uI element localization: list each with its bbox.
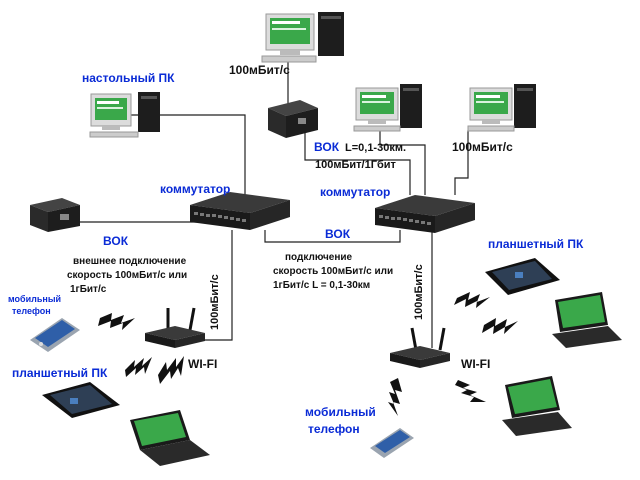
media-converter-left [30,198,80,232]
desktop-pc-top [261,12,344,63]
vok-top-length-label: L=0,1-30км. [345,142,407,154]
tablet-left-label: планшетный ПК [12,366,108,380]
line-switch-left-to-switch-right [264,230,401,243]
laptop-right-top [552,292,622,348]
laptop-right-bottom [502,376,572,436]
line-desktop-to-switch-left [130,114,246,195]
lightning-icon [158,356,184,384]
line-pc-mid-to-switch-right [379,130,426,195]
vertical-speed-right: 100мБит/с [413,264,425,320]
mobile-phone-left [30,318,80,352]
connection-lines [75,62,469,348]
mobile-left-label-line2: телефон [12,306,51,316]
router-right [390,327,450,368]
line-topconv-to-switch-right [304,125,411,195]
internal-connection-line3: 1гБит/с L = 0,1-30км [273,280,371,291]
desktop-pc-middle [353,84,422,132]
media-converter-top [268,100,318,138]
lightning-icon [454,292,490,308]
mobile-right-label-line2: телефон [308,422,360,436]
switch-right [375,195,475,233]
internal-connection-line1: подключение [285,252,353,263]
mobile-right-label-line1: мобильный [305,405,376,419]
tablet-left [42,382,120,418]
line-pc-right-to-switch-right [454,130,469,195]
external-connection-line1: внешнее подключение [73,256,187,267]
vok-top-speed-label: 100мБит/1Гбит [315,159,396,171]
line-switch-left-to-router-left [200,230,233,341]
external-connection-line2: скорость 100мБит/с или [67,270,188,281]
switch-right-label: коммутатор [320,185,391,199]
vok-top-label: ВОК [314,140,340,154]
vok-left-label: ВОК [103,234,129,248]
vertical-speed-left: 100мБит/с [209,274,221,330]
switch-left-label: коммутатор [160,182,231,196]
mobile-phone-right [370,428,414,458]
lightning-icon [98,313,135,330]
lightning-icon [388,378,402,416]
desktop-pc-left [89,92,160,138]
internal-connection-line2: скорость 100мБит/с или [273,266,394,277]
lightning-icon [482,318,518,334]
lightning-icon [455,380,486,402]
speed-top-pc-label: 100мБит/с [229,63,290,77]
speed-right-pc-label: 100мБит/с [452,140,513,154]
router-left [145,307,205,348]
tablet-right-label: планшетный ПК [488,237,584,251]
tablet-right [485,258,560,295]
wifi-left-label: WI-FI [188,357,218,371]
laptop-left [130,410,210,466]
desktop-pc-label: настольный ПК [82,71,175,85]
wifi-right-label: WI-FI [461,357,491,371]
vok-right-label: ВОК [325,227,351,241]
mobile-left-label-line1: мобильный [8,294,62,304]
external-connection-line3: 1гБит/с [70,284,107,295]
desktop-pc-right [467,84,536,132]
wireless-signal-icons [98,292,518,416]
lightning-icon [125,357,152,377]
switch-left [190,192,290,230]
